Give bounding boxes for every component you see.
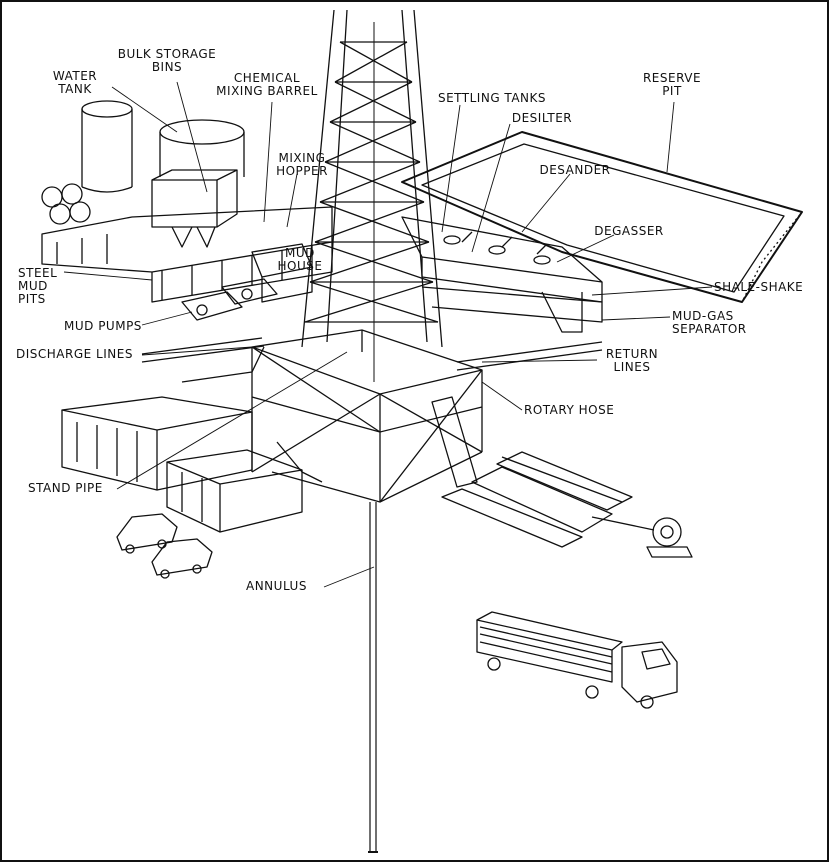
label-mud-pumps: MUD PUMPS [64, 319, 142, 333]
drill-string-annulus [368, 502, 378, 853]
label-steel-mud-pits: STEEL MUD PITS [18, 266, 58, 306]
hose-reel [591, 516, 693, 558]
label-rotary-hose: ROTARY HOSE [524, 403, 615, 417]
leader-lines [63, 81, 713, 588]
chemical-drums [41, 183, 91, 225]
label-water-tank: WATER TANK [52, 69, 98, 96]
derrick [301, 9, 443, 382]
mud-pumps [181, 278, 278, 321]
label-desilter: DESILTER [511, 111, 573, 125]
water-tank [81, 100, 133, 193]
cars [116, 513, 213, 579]
label-mixing-hopper: MIXING HOPPER [276, 151, 328, 178]
label-annulus: ANNULUS [246, 579, 307, 593]
settling-tanks [401, 216, 603, 303]
bulk-storage-tanks [151, 119, 245, 248]
label-bulk-storage-bins: BULK STORAGE BINS [117, 47, 217, 74]
return-lines [421, 286, 603, 371]
office-trailers [61, 396, 303, 533]
label-shale-shaker: SHALE-SHAKE [714, 280, 804, 294]
label-desander: DESANDER [539, 163, 611, 177]
label-degasser: DEGASSER [594, 224, 664, 238]
label-mud-gas-separator: MUD-GAS SEPARATOR [672, 309, 747, 336]
label-stand-pipe: STAND PIPE [28, 481, 103, 495]
label-return-lines: RETURN LINES [605, 347, 659, 374]
discharge-lines [141, 337, 265, 383]
pipe-truck [476, 611, 678, 709]
reserve-pit [401, 131, 803, 303]
pipe-catwalk [431, 396, 633, 548]
rig-floor-substructure [251, 329, 483, 503]
mud-house [251, 243, 313, 303]
label-mud-house: MUD HOUSE [277, 246, 323, 273]
label-discharge-lines: DISCHARGE LINES [16, 347, 133, 361]
label-chemical-mixing-barrel: CHEMICAL MIXING BARREL [216, 71, 318, 98]
label-settling-tanks: SETTLING TANKS [437, 91, 547, 105]
label-reserve-pit: RESERVE PIT [642, 71, 702, 98]
